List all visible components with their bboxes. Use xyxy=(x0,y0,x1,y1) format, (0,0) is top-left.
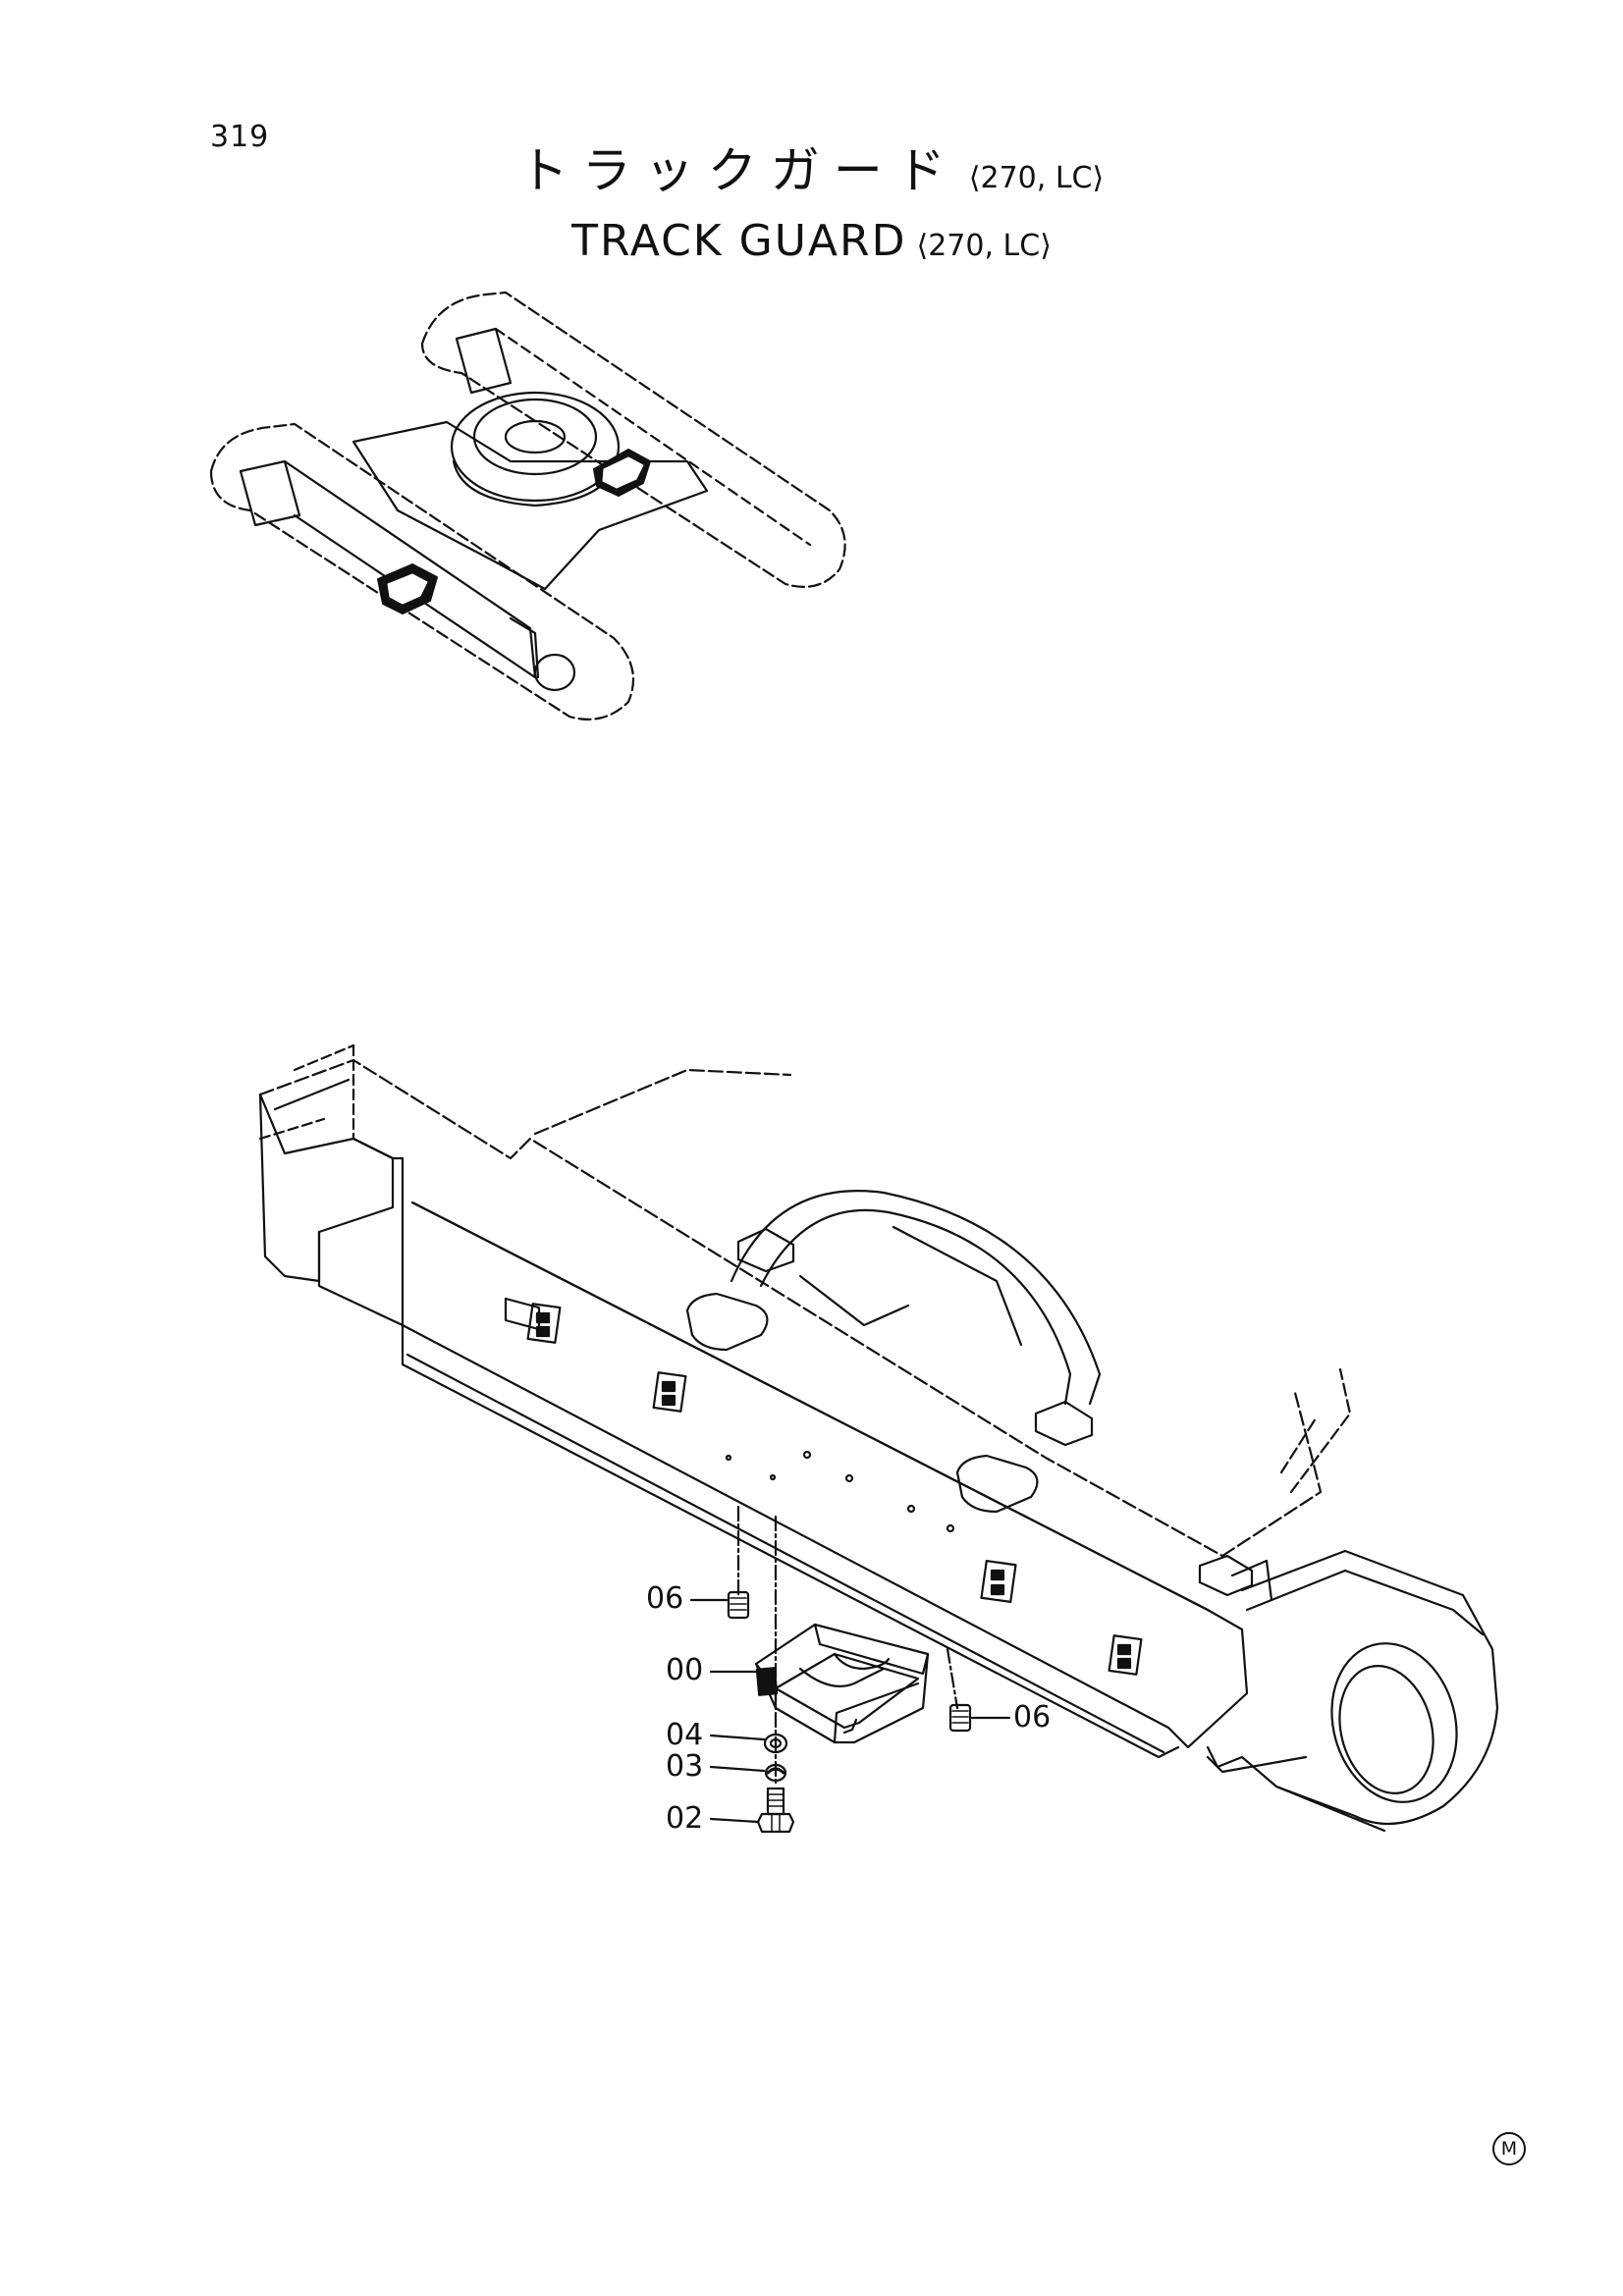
callout-02: 02 xyxy=(666,1801,704,1836)
swing-bearing-inner xyxy=(472,398,598,476)
spring-washer xyxy=(764,1763,787,1783)
title-japanese-line: トラックガード ⟨270, LC⟩ xyxy=(0,135,1623,206)
washer xyxy=(763,1733,788,1754)
title-block: トラックガード ⟨270, LC⟩ TRACK GUARD ⟨270, LC⟩ xyxy=(0,135,1623,277)
swing-bearing-hub xyxy=(504,419,567,454)
idler-bore-outer xyxy=(1330,1642,1458,1803)
callout-00: 00 xyxy=(666,1653,704,1687)
center-frame xyxy=(352,420,709,591)
bolt xyxy=(766,1787,785,1816)
plug-upper xyxy=(727,1590,750,1620)
track-frame-detail xyxy=(258,1043,1499,1833)
m-mark-symbol: M xyxy=(1492,2132,1526,2165)
callout-06-right: 06 xyxy=(1013,1700,1052,1735)
front-track-outline xyxy=(209,422,635,721)
undercarriage-overview xyxy=(209,291,846,721)
frame-opening-left xyxy=(685,1292,769,1352)
title-english: TRACK GUARD xyxy=(571,216,907,266)
frame-opening-right xyxy=(955,1454,1039,1514)
track-guard-body xyxy=(754,1623,930,1744)
title-japanese-variant: ⟨270, LC⟩ xyxy=(968,161,1105,195)
frame-right-end xyxy=(1220,1387,1323,1558)
rear-track-outline xyxy=(420,291,846,588)
idler-bore-inner xyxy=(1338,1665,1434,1794)
frame-top-edge xyxy=(258,1058,1224,1558)
frame-arch xyxy=(533,1068,792,1136)
title-japanese: トラックガード xyxy=(518,142,959,199)
plug-right xyxy=(948,1703,972,1733)
front-track-inner xyxy=(239,459,301,527)
callout-03: 03 xyxy=(666,1749,704,1784)
swing-bearing-outer xyxy=(450,391,621,503)
callout-04: 04 xyxy=(666,1718,704,1752)
title-english-variant: ⟨270, LC⟩ xyxy=(916,229,1052,263)
exploded-parts xyxy=(689,1505,1011,1834)
frame-left-end xyxy=(258,1093,395,1283)
title-english-line: TRACK GUARD ⟨270, LC⟩ xyxy=(0,206,1623,277)
page-number: 319 xyxy=(210,120,270,154)
callout-06-upper: 06 xyxy=(646,1581,684,1616)
rear-track-inner xyxy=(455,327,513,395)
